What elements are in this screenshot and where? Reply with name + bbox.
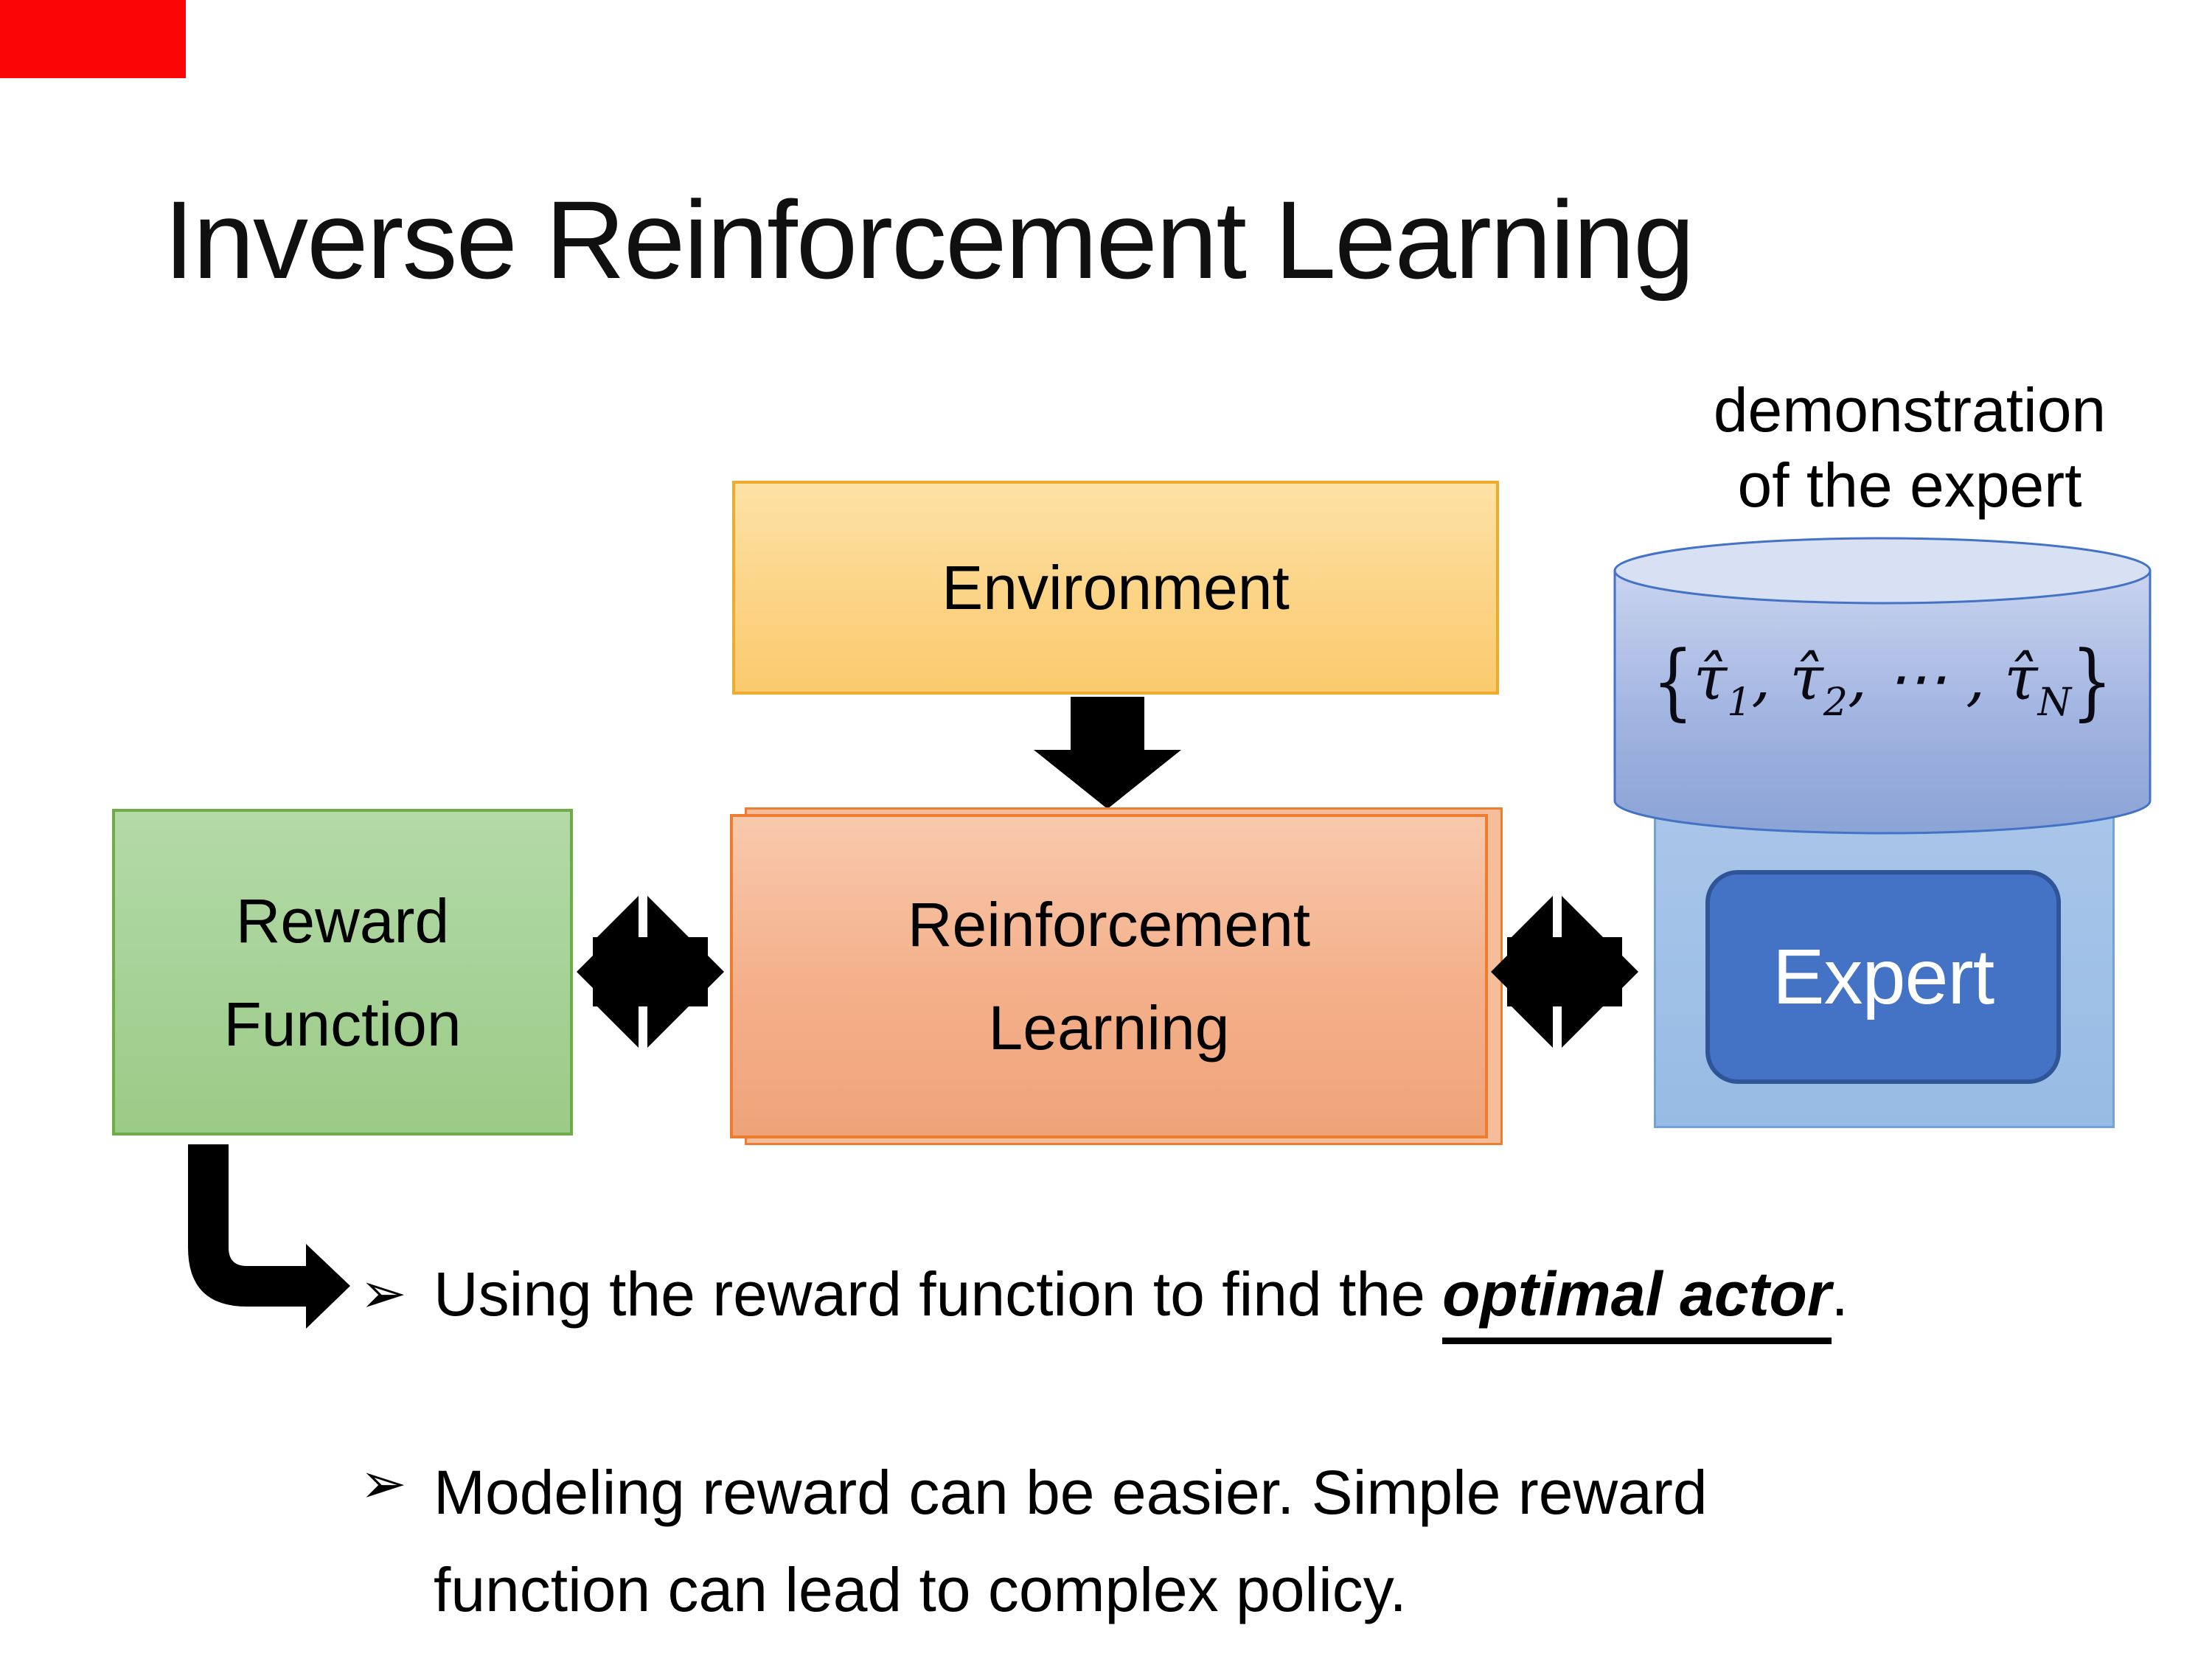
- down-arrow-icon: [1034, 697, 1181, 809]
- reinforcement-learning-box: Reinforcement Learning: [730, 814, 1488, 1138]
- bullet1-text-after: .: [1831, 1259, 1848, 1329]
- dataset-formula: {τ̂1, τ̂2, ⋯ , τ̂N}: [1613, 633, 2152, 730]
- reinforcement-learning-label-line1: Reinforcement: [907, 890, 1311, 959]
- formula-subN: N: [2037, 681, 2072, 725]
- bullet-item: ➢ Using the reward function to find the …: [360, 1253, 2129, 1344]
- bullet-text: Modeling reward can be easier. Simple re…: [434, 1444, 1708, 1638]
- bullet2-line1: Modeling reward can be easier. Simple re…: [434, 1458, 1708, 1527]
- reward-function-label-line2: Function: [223, 989, 462, 1059]
- formula-close-brace: }: [2071, 632, 2113, 730]
- expert-box: Expert: [1705, 870, 2061, 1084]
- bullet-item: ➢ Modeling reward can be easier. Simple …: [360, 1444, 2129, 1638]
- demonstration-label-line1: demonstration: [1713, 375, 2107, 445]
- red-corner-marker: [0, 0, 186, 78]
- bullet1-emphasis: optimal actor: [1442, 1259, 1832, 1344]
- expert-label: Expert: [1772, 933, 1994, 1020]
- demonstration-label-line2: of the expert: [1737, 451, 2082, 520]
- bullet-arrow-icon: ➢: [360, 1262, 407, 1325]
- demonstration-label: demonstration of the expert: [1593, 372, 2212, 523]
- formula-sub1: 1: [1727, 681, 1752, 725]
- elbow-arrow-icon: [188, 1144, 350, 1329]
- demonstrations-cylinder-icon: [1613, 537, 2152, 835]
- formula-sub2: 2: [1823, 681, 1848, 725]
- formula-tau2: τ̂: [1790, 644, 1823, 714]
- formula-tauN: τ̂: [2004, 644, 2038, 714]
- formula-ellipsis: , ⋯ ,: [1847, 644, 2005, 714]
- bullet-arrow-icon: ➢: [360, 1453, 407, 1515]
- reward-function-label-line1: Reward: [235, 886, 450, 956]
- bullet2-line2: function can lead to complex policy.: [434, 1555, 1407, 1624]
- formula-comma1: ,: [1751, 644, 1790, 714]
- bullet1-text-before: Using the reward function to find the: [434, 1259, 1443, 1329]
- environment-label: Environment: [942, 553, 1290, 622]
- environment-box: Environment: [732, 481, 1499, 695]
- exchange-arrow-icon: [577, 896, 724, 1048]
- bullet-text: Using the reward function to find the op…: [434, 1253, 1848, 1344]
- formula-tau1: τ̂: [1693, 644, 1728, 714]
- reinforcement-learning-label-line2: Learning: [988, 993, 1230, 1062]
- formula-open-brace: {: [1652, 632, 1694, 730]
- exchange-arrow-icon: [1491, 896, 1638, 1048]
- reward-function-box: Reward Function: [112, 809, 573, 1135]
- page-title: Inverse Reinforcement Learning: [164, 178, 1695, 302]
